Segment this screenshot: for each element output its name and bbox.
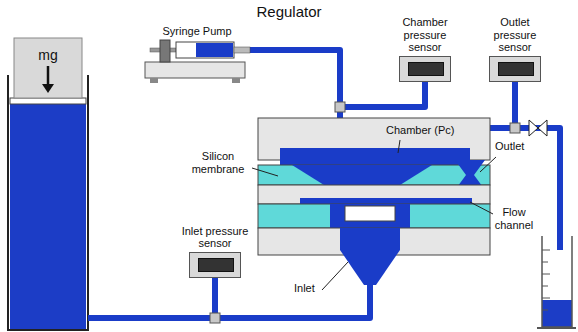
syringe-barrel <box>176 42 234 58</box>
pump-foot <box>232 78 240 83</box>
sensor-display <box>498 62 534 76</box>
sensor-body <box>189 252 241 278</box>
force-arrow <box>47 66 50 86</box>
sensor-label: Inlet pressure sensor <box>180 225 250 250</box>
weight-block <box>14 38 82 98</box>
part-label: Silicon membrane <box>187 150 249 175</box>
membrane-boss <box>292 165 432 185</box>
inlet-funnel <box>340 228 400 285</box>
diagram-title: Regulator <box>256 3 321 20</box>
flow-channel <box>300 198 472 204</box>
cylinder-base <box>537 327 576 329</box>
tubing <box>88 50 560 318</box>
part-label: Inlet <box>294 282 315 295</box>
part-label: Syringe Pump <box>162 25 231 38</box>
leader-line <box>322 262 348 290</box>
chamber-sensor-tube <box>340 82 425 107</box>
leader-line <box>398 140 400 153</box>
lower-layer <box>258 204 490 228</box>
inlet-chamber <box>330 204 410 228</box>
collected-water <box>542 300 572 327</box>
tee-fitting <box>210 313 220 323</box>
measuring-cylinder <box>542 236 572 327</box>
pump-foot <box>150 78 158 83</box>
leader-line <box>252 168 278 176</box>
leader-lines <box>252 140 496 290</box>
tee-fitting <box>335 102 345 112</box>
syringe-fluid <box>196 43 233 57</box>
pump-base <box>145 62 245 78</box>
tank-wall <box>8 75 88 330</box>
pressure-sensor: Inlet pressure sensor <box>180 225 250 278</box>
middle-layer <box>258 185 490 204</box>
force-arrowhead <box>42 84 54 93</box>
valve-symbol <box>529 120 538 136</box>
chamber-cavity <box>280 148 470 165</box>
part-label: Outlet <box>495 140 524 153</box>
membrane-layer <box>258 165 490 185</box>
sensor-body <box>489 56 541 82</box>
piston-plate <box>10 98 86 104</box>
sensor-display <box>198 258 234 272</box>
graduations <box>542 250 550 310</box>
sensor-label: Outlet pressure sensor <box>482 16 548 54</box>
tee-fitting <box>510 123 520 133</box>
leader-line <box>470 202 493 214</box>
pressure-sensor: Outlet pressure sensor <box>482 16 548 82</box>
pressure-sensor: Chamber pressure sensor <box>387 16 463 82</box>
outlet-sensor-tube <box>512 82 518 128</box>
part-label: Flow channel <box>492 206 536 231</box>
sensor-body <box>399 56 451 82</box>
inlet-tube <box>88 283 370 318</box>
sensor-label: Chamber pressure sensor <box>387 16 463 54</box>
valve-poppet <box>345 206 395 221</box>
part-label: mg <box>38 47 57 63</box>
tank-water <box>10 104 86 329</box>
valve-symbol <box>538 120 547 136</box>
inlet-sensor-tube <box>212 278 218 318</box>
sensor-display <box>408 62 444 76</box>
syringe-nozzle <box>234 47 250 53</box>
plunger-holder <box>160 40 170 62</box>
part-label: Chamber (Pc) <box>386 124 454 137</box>
leader-line <box>480 157 496 172</box>
